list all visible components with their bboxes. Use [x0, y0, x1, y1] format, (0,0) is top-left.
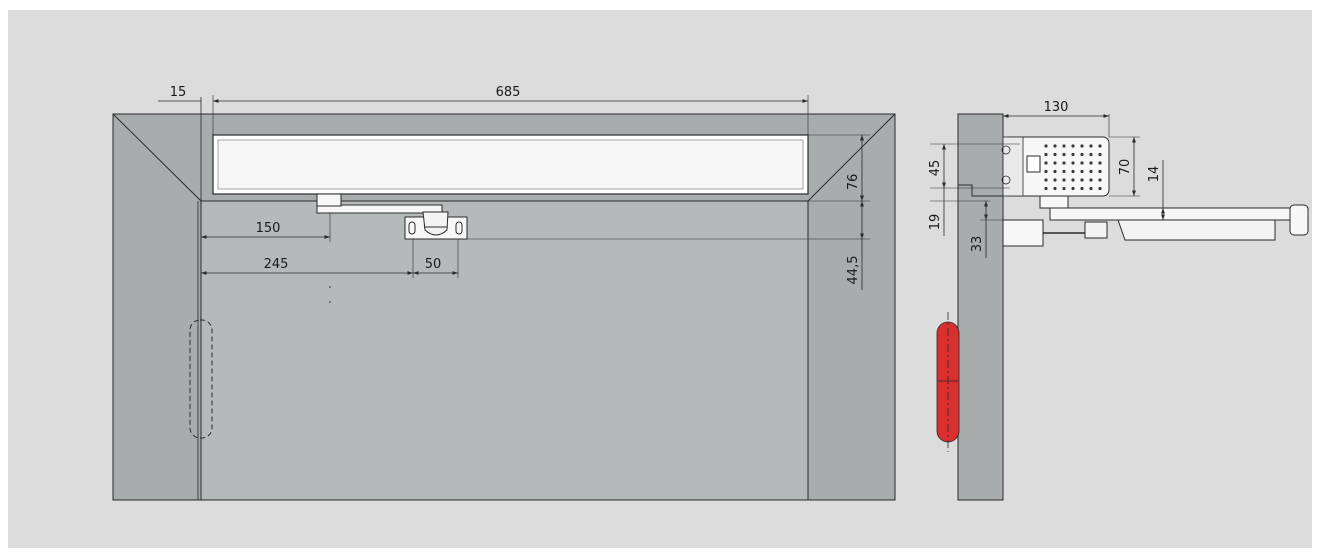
perforation-dot: [1044, 186, 1048, 191]
frame-bevel-right: [807, 113, 896, 202]
perforation-dot: [1062, 152, 1066, 157]
perforation-dot: [1071, 144, 1075, 148]
perforation-dot: [1062, 161, 1066, 165]
perforation-dot: [1062, 169, 1066, 174]
dim-label-15: 15: [170, 85, 187, 100]
dim-label-14: 14: [1147, 166, 1162, 183]
marker-dot-2: [329, 301, 331, 303]
closer-arm: [316, 204, 443, 214]
dim-label-245: 245: [264, 257, 289, 272]
dim-label-19: 19: [928, 214, 943, 231]
perforation-dot: [1080, 169, 1084, 174]
perforation-dot: [1053, 178, 1057, 182]
perforation-dot: [1062, 178, 1066, 182]
side-closer-dot-grid: [1044, 144, 1102, 191]
perforation-dot: [1080, 178, 1084, 182]
perforation-dot: [1044, 144, 1048, 148]
dim-label-70: 70: [1118, 159, 1133, 176]
perforation-dot: [1089, 169, 1093, 174]
side-arm-coupler: [1084, 221, 1108, 239]
perforation-dot: [1080, 152, 1084, 157]
side-rebate: [958, 184, 1003, 197]
front-view: [112, 97, 896, 501]
side-screw-bottom: [1001, 175, 1011, 185]
perforation-dot: [1089, 161, 1093, 165]
perforation-dot: [1062, 186, 1066, 191]
perforation-dot: [1071, 178, 1075, 182]
perforation-dot: [1089, 178, 1093, 182]
perforation-dot: [1053, 161, 1057, 165]
perforation-dot: [1089, 152, 1093, 157]
side-screw-top: [1001, 145, 1011, 155]
perforation-dot: [1044, 178, 1048, 182]
dim-label-76: 76: [846, 174, 861, 191]
perforation-dot: [1062, 144, 1066, 148]
perforation-dot: [1080, 186, 1084, 191]
closer-cover-inner: [217, 139, 804, 190]
dim-label-685: 685: [496, 85, 521, 100]
plate-slot-left: [408, 221, 416, 235]
side-arm-head: [1002, 219, 1044, 247]
frame-bevel-left: [112, 113, 202, 202]
arm-slide-block: [316, 193, 342, 207]
perforation-dot: [1053, 152, 1057, 157]
perforation-dot: [1098, 178, 1102, 182]
dim-label-130: 130: [1044, 100, 1069, 115]
perforation-dot: [1071, 152, 1075, 157]
side-closer-valve: [1026, 155, 1041, 173]
perforation-dot: [1053, 144, 1057, 148]
perforation-dot: [1053, 169, 1057, 174]
side-dimensions: 130 45 19 70 14 33: [928, 100, 1170, 258]
dim-label-45: 45: [928, 160, 943, 177]
front-dimensions: 15 685 150 245 50 76 44,5: [158, 85, 870, 290]
perforation-dot: [1044, 161, 1048, 165]
dim-label-50: 50: [425, 257, 442, 272]
side-rail-end: [1289, 204, 1309, 236]
perforation-dot: [1098, 186, 1102, 191]
marker-dot-1: [329, 286, 331, 288]
dim-label-33: 33: [970, 236, 985, 253]
perforation-dot: [1089, 186, 1093, 191]
side-arm-rod: [1117, 219, 1276, 241]
side-guide-rail: [1049, 207, 1309, 221]
side-frame-section: [957, 113, 1004, 501]
dim-label-150: 150: [256, 221, 281, 236]
arm-pivot: [422, 211, 449, 236]
perforation-dot: [1098, 169, 1102, 174]
perforation-dot: [1098, 161, 1102, 165]
perforation-dot: [1044, 169, 1048, 174]
perforation-dot: [1098, 144, 1102, 148]
perforation-dot: [1044, 152, 1048, 157]
side-closer-endcap: [1002, 136, 1024, 197]
perforation-dot: [1071, 186, 1075, 191]
perforation-dot: [1080, 144, 1084, 148]
perforation-dot: [1071, 169, 1075, 174]
side-arm-base: [1039, 195, 1069, 209]
perforation-dot: [1098, 152, 1102, 157]
perforation-dot: [1053, 186, 1057, 191]
perforation-dot: [1089, 144, 1093, 148]
door-leaf: [200, 200, 809, 501]
perforation-dot: [1071, 161, 1075, 165]
plate-slot-right: [455, 221, 463, 235]
side-view: [936, 113, 1309, 501]
dim-label-44-5: 44,5: [846, 256, 861, 285]
perforation-dot: [1080, 161, 1084, 165]
